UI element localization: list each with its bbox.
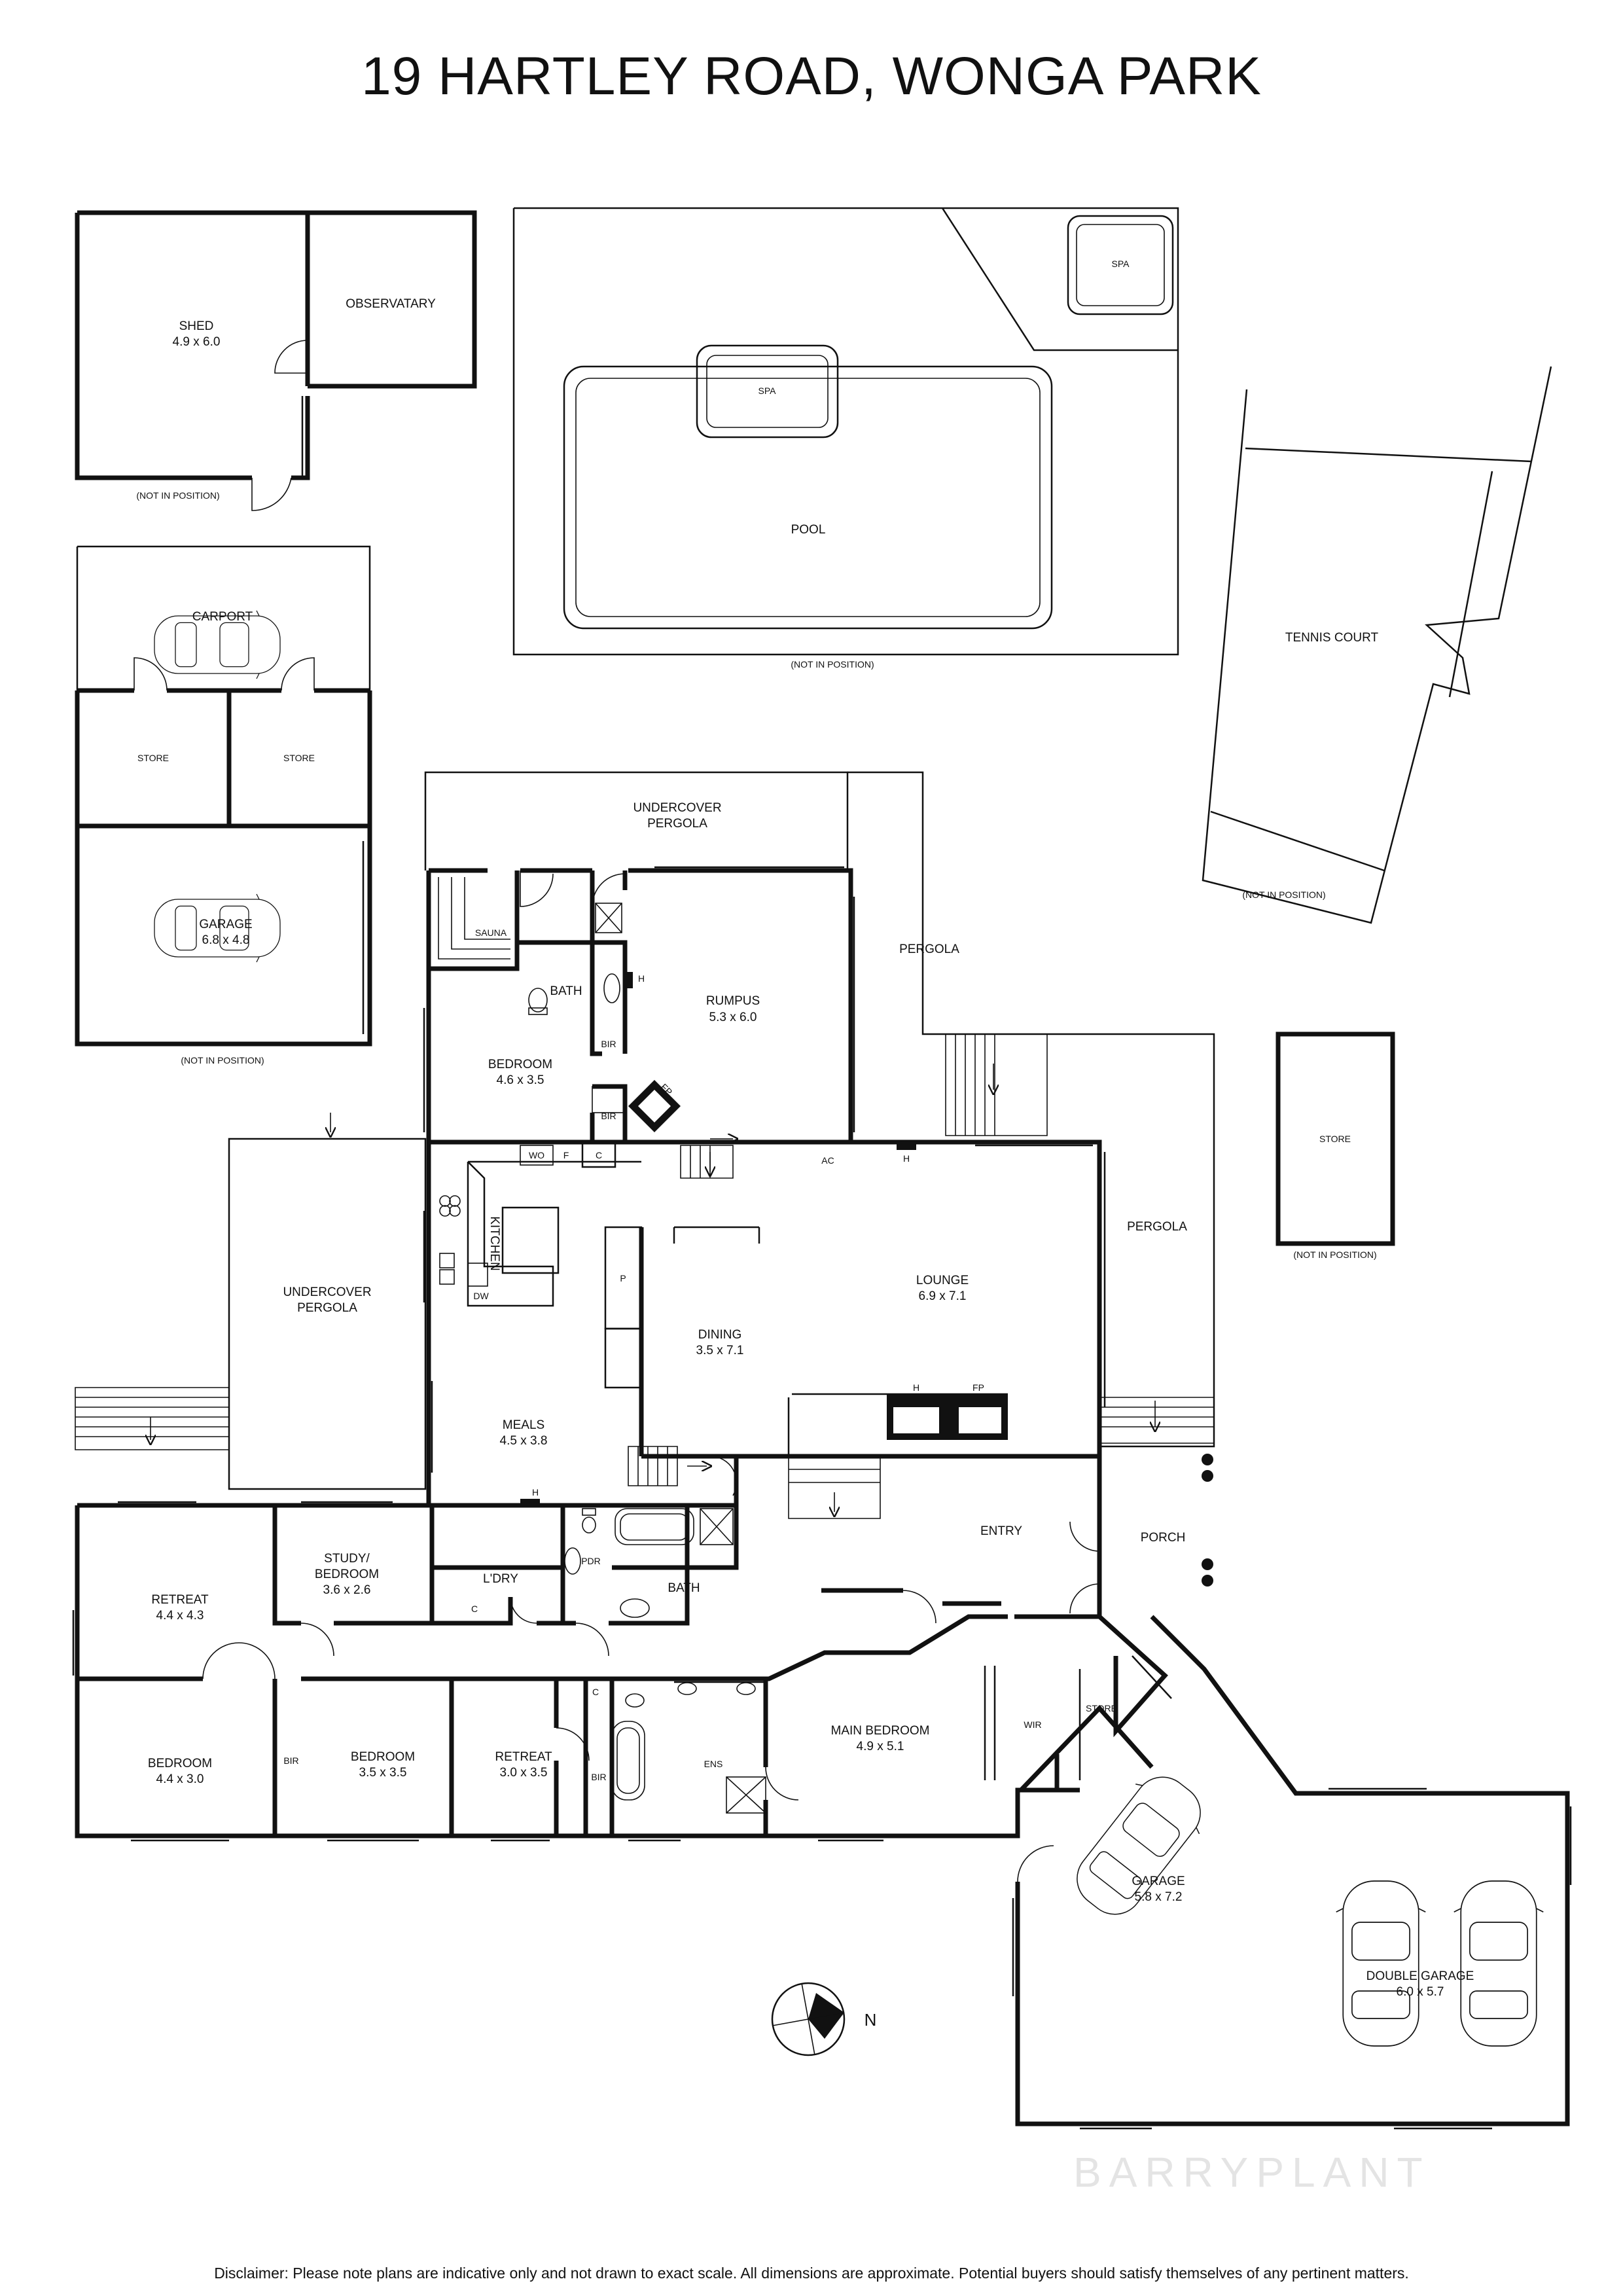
lounge-size: 6.9 x 7.1 xyxy=(919,1289,967,1303)
c-ens: C xyxy=(592,1687,599,1697)
pool-not-in-position: (NOT IN POSITION) xyxy=(791,659,874,670)
f-label: F xyxy=(563,1150,569,1160)
store-detached-group: STORE (NOT IN POSITION) xyxy=(1275,1031,1395,1260)
store-left-label: STORE xyxy=(137,753,169,763)
rumpus-label: RUMPUS xyxy=(706,994,760,1008)
store-detached-not-in-position: (NOT IN POSITION) xyxy=(1293,1249,1376,1260)
store-garage-label: STORE xyxy=(1086,1703,1117,1713)
retreat-left-label: RETREAT xyxy=(151,1593,209,1607)
undercover-pergola-top-line1: UNDERCOVER xyxy=(633,801,721,815)
garage-label: GARAGE xyxy=(1132,1874,1185,1888)
bath-upper-label: BATH xyxy=(550,984,582,998)
spa-main-label: SPA xyxy=(758,386,777,396)
garage-outbuilding-not-in-position: (NOT IN POSITION) xyxy=(181,1055,264,1066)
garage-outbuilding-size: 6.8 x 4.8 xyxy=(202,933,250,947)
shed-group: SHED 4.9 x 6.0 OBSERVATARY (NOT IN POSIT… xyxy=(75,210,477,511)
tennis-not-in-position: (NOT IN POSITION) xyxy=(1242,889,1325,900)
p-label: P xyxy=(620,1273,626,1283)
retreat-mid-label: RETREAT xyxy=(495,1750,552,1764)
shed-not-in-position: (NOT IN POSITION) xyxy=(136,490,219,501)
bedroom-left-size: 4.4 x 3.0 xyxy=(156,1772,204,1786)
main-bedroom-label: MAIN BEDROOM xyxy=(831,1724,930,1738)
wo-label: WO xyxy=(529,1150,544,1160)
plan-title: 19 HARTLEY ROAD, WONGA PARK xyxy=(361,46,1262,106)
bir-lower-left: BIR xyxy=(283,1755,298,1766)
deck-steps-left xyxy=(75,1387,230,1450)
laundry-label: L'DRY xyxy=(483,1572,518,1586)
c-kitchen: C xyxy=(596,1150,602,1160)
store-detached-label: STORE xyxy=(1319,1134,1351,1144)
undercover-pergola-left-line1: UNDERCOVER xyxy=(283,1285,371,1299)
shed-size: 4.9 x 6.0 xyxy=(173,335,221,349)
carport-group: CARPORT STORE STORE GARAGE 6.8 x 4.8 (NO… xyxy=(75,545,372,1066)
pergola-right-top-label: PERGOLA xyxy=(899,942,959,956)
bir-upper-1: BIR xyxy=(601,1039,616,1049)
pergola-right-label: PERGOLA xyxy=(1127,1220,1187,1234)
carport-label: CARPORT xyxy=(192,610,253,624)
deck-steps-right xyxy=(1099,1397,1215,1444)
main-bedroom-size: 4.9 x 5.1 xyxy=(857,1740,904,1753)
meals-size: 4.5 x 3.8 xyxy=(500,1434,548,1448)
bir-upper-2: BIR xyxy=(601,1111,616,1121)
bedroom-mid-label: BEDROOM xyxy=(351,1750,415,1764)
bedroom-upper-label: BEDROOM xyxy=(488,1058,552,1071)
bedroom-upper-size: 4.6 x 3.5 xyxy=(497,1073,544,1087)
rumpus-size: 5.3 x 6.0 xyxy=(709,1011,757,1024)
pergolas: UNDERCOVER PERGOLA UNDERCOVER PERGOLA PE… xyxy=(75,771,1215,1490)
bath-lower-label: BATH xyxy=(668,1581,700,1595)
kitchen-label: KITCHEN xyxy=(488,1216,501,1270)
h-lounge-fireplace: H xyxy=(913,1382,919,1393)
wir-label: WIR xyxy=(1024,1719,1041,1730)
observatory-label: OBSERVATARY xyxy=(346,297,436,311)
ac-label: AC xyxy=(821,1155,834,1166)
study-label-line2: BEDROOM xyxy=(315,1568,379,1581)
entry-label: ENTRY xyxy=(980,1524,1022,1538)
double-garage-size: 6.0 x 5.7 xyxy=(1397,1985,1444,1999)
deck-steps-right-top xyxy=(945,1033,1048,1136)
compass: N xyxy=(771,1982,877,2056)
garage-size: 5.8 x 7.2 xyxy=(1135,1890,1183,1904)
store-right-label: STORE xyxy=(283,753,315,763)
fixtures xyxy=(438,877,1544,2047)
shed-label: SHED xyxy=(179,319,214,333)
lounge-label: LOUNGE xyxy=(916,1274,969,1287)
meals-label: MEALS xyxy=(503,1418,544,1432)
sauna-label: SAUNA xyxy=(475,927,507,938)
h-lounge: H xyxy=(903,1153,910,1164)
ens-label: ENS xyxy=(704,1759,723,1769)
bedroom-left-label: BEDROOM xyxy=(148,1757,212,1770)
dw-label: DW xyxy=(473,1291,489,1301)
spa-corner-label: SPA xyxy=(1112,259,1130,269)
fp-lounge: FP xyxy=(972,1382,984,1393)
pool-group: SPA SPA POOL (NOT IN POSITION) xyxy=(512,207,1179,670)
dining-size: 3.5 x 7.1 xyxy=(696,1344,744,1357)
dining-label: DINING xyxy=(698,1328,742,1342)
undercover-pergola-left-line2: PERGOLA xyxy=(297,1301,357,1315)
house-walls xyxy=(72,866,1572,2130)
fixture-labels: BIR BIR H FP WO F C AC H DW P H FP H C C… xyxy=(283,973,984,1782)
pdr-label: PDR xyxy=(581,1556,601,1566)
study-size: 3.6 x 2.6 xyxy=(323,1583,371,1597)
retreat-mid-size: 3.0 x 3.5 xyxy=(500,1766,548,1780)
porch-label: PORCH xyxy=(1141,1531,1186,1545)
bir-lower-mid: BIR xyxy=(591,1772,606,1782)
brand-watermark: BARRYPLANT xyxy=(1073,2149,1431,2196)
disclaimer-text: Disclaimer: Please note plans are indica… xyxy=(214,2265,1409,2282)
garage-outbuilding-label: GARAGE xyxy=(199,918,252,931)
h-rumpus: H xyxy=(638,973,645,984)
tennis-court-label: TENNIS COURT xyxy=(1285,631,1379,645)
room-labels: SAUNA BATH RUMPUS 5.3 x 6.0 BEDROOM 4.6 … xyxy=(148,927,1474,1999)
study-label-line1: STUDY/ xyxy=(324,1552,370,1566)
compass-north-label: N xyxy=(865,2010,877,2030)
bedroom-mid-size: 3.5 x 3.5 xyxy=(359,1766,407,1780)
tennis-group: TENNIS COURT (NOT IN POSITION) xyxy=(1202,366,1552,924)
double-garage-label: DOUBLE GARAGE xyxy=(1366,1969,1474,1983)
c-laundry: C xyxy=(471,1604,478,1614)
retreat-left-size: 4.4 x 4.3 xyxy=(156,1609,204,1623)
h-meals: H xyxy=(532,1487,539,1498)
pool-label: POOL xyxy=(791,523,826,537)
undercover-pergola-top-line2: PERGOLA xyxy=(647,817,707,831)
